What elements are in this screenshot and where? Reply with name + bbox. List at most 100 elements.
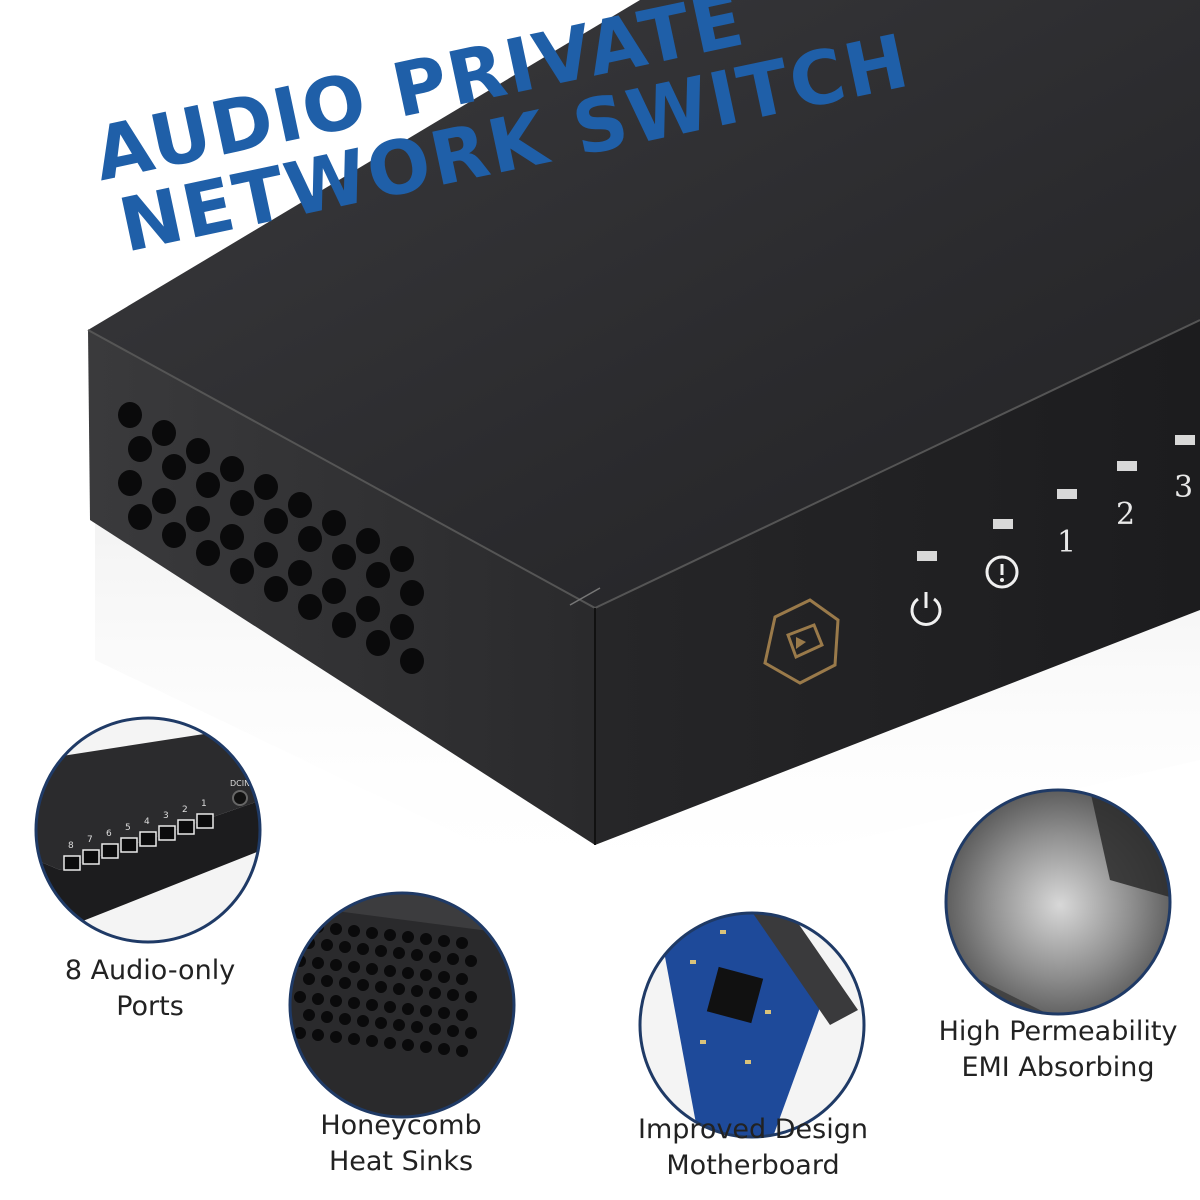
vent-hole [298,594,322,620]
honeycomb-vents [118,402,424,674]
honeycomb-hole [366,927,378,939]
power-icon [910,592,942,626]
honeycomb-hole [420,1041,432,1053]
vent-hole [152,420,176,446]
vent-hole [390,546,414,572]
vent-hole [366,562,390,588]
honeycomb-hole [375,945,387,957]
honeycomb-hole [384,1001,396,1013]
feature-caption-motherboard: Improved Design Motherboard [603,1112,903,1184]
honeycomb-hole [339,977,351,989]
honeycomb-hole [456,973,468,985]
rj45-port [196,813,214,829]
feature-caption-honeycomb: Honeycomb Heat Sinks [251,1108,551,1180]
honeycomb-hole [366,1035,378,1047]
vent-hole [162,522,186,548]
honeycomb-hole [429,951,441,963]
vent-hole [196,472,220,498]
honeycomb-hole [348,961,360,973]
led-port-3 [1175,435,1195,445]
port-label: 2 [182,805,188,815]
inset-honeycomb [288,891,516,1119]
rj45-port [101,843,119,859]
vent-hole [264,508,288,534]
port-number-2: 2 [1116,497,1136,532]
honeycomb-hole [384,929,396,941]
honeycomb-hole [312,957,324,969]
honeycomb-hole [411,949,423,961]
vent-hole [356,596,380,622]
honeycomb-hole [393,1019,405,1031]
honeycomb-hole [294,919,306,931]
rj45-port [158,825,176,841]
honeycomb-hole [357,979,369,991]
honeycomb-hole [447,989,459,1001]
led-port-2 [1117,461,1137,471]
honeycomb-hole [294,1027,306,1039]
vent-hole [332,544,356,570]
vent-hole [186,438,210,464]
honeycomb-hole [366,999,378,1011]
feature-caption-emi: High Permeability EMI Absorbing [908,1014,1200,1086]
port-label: 7 [87,835,93,845]
port-number-3: 3 [1174,470,1194,505]
honeycomb-hole [402,931,414,943]
feature-caption-line: Improved Design [638,1114,868,1145]
honeycomb-hole [366,963,378,975]
dcin-label: DCIN [230,779,250,788]
led-alert [993,519,1013,529]
vent-hole [254,542,278,568]
honeycomb-hole [348,1033,360,1045]
vent-hole [322,510,346,536]
honeycomb-hole [312,993,324,1005]
port-label: 6 [106,829,112,839]
vent-hole [400,648,424,674]
port-label: 8 [68,841,74,851]
vent-hole [332,612,356,638]
port-label: 5 [125,823,131,833]
port-number-1: 1 [1057,525,1077,560]
vent-hole [186,506,210,532]
honeycomb-hole [411,985,423,997]
honeycomb-hole [294,991,306,1003]
honeycomb-hole [384,1037,396,1049]
vent-hole [128,436,152,462]
honeycomb-hole [321,1011,333,1023]
honeycomb-hole [438,971,450,983]
honeycomb-hole [321,975,333,987]
vent-hole [196,540,220,566]
honeycomb-hole [420,1005,432,1017]
honeycomb-hole [420,969,432,981]
port-label: 4 [144,817,150,827]
honeycomb-hole [465,1027,477,1039]
vent-hole [230,490,254,516]
honeycomb-hole [375,981,387,993]
honeycomb-hole [384,965,396,977]
vent-hole [288,492,312,518]
feature-caption-line: EMI Absorbing [961,1052,1155,1083]
honeycomb-hole [357,1015,369,1027]
led-power [917,551,937,561]
vent-hole [152,488,176,514]
honeycomb-hole [330,1031,342,1043]
vent-hole [128,504,152,530]
honeycomb-hole [303,973,315,985]
device-front-panel [595,320,1200,845]
honeycomb-hole [429,1023,441,1035]
honeycomb-hole [393,947,405,959]
honeycomb-hole [465,955,477,967]
honeycomb-hole [330,995,342,1007]
honeycomb-hole [312,1029,324,1041]
honeycomb-hole [456,1009,468,1021]
vent-hole [118,402,142,428]
rj45-port [177,819,195,835]
honeycomb-hole [456,937,468,949]
alert-icon [985,555,1019,589]
honeycomb-hole [348,925,360,937]
feature-caption-line: High Permeability [938,1016,1178,1047]
inset-emi [944,788,1172,1016]
honeycomb-hole [357,943,369,955]
port-label: 3 [163,811,169,821]
